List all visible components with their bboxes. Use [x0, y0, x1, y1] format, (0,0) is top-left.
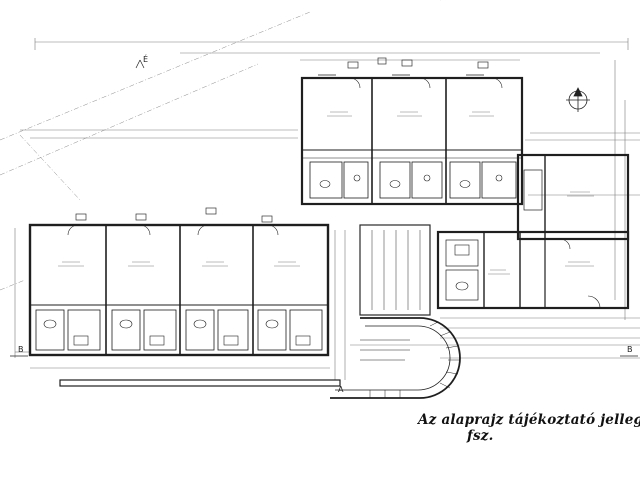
curved-staircase [330, 317, 461, 399]
central-corridor [359, 224, 431, 316]
left-wing [28, 223, 341, 387]
floor-label: fsz. [467, 428, 494, 444]
section-markers: B B A É [10, 53, 638, 394]
left-window-symbols [75, 207, 273, 223]
upper-wing [300, 74, 524, 206]
section-mark-left: B [18, 345, 24, 354]
dimension-lines [14, 38, 640, 380]
north-arrow-icon [566, 87, 590, 112]
right-wing [436, 153, 630, 310]
section-mark-right: B [627, 345, 633, 354]
room-label-marks [58, 111, 594, 275]
site-boundary-lines [0, 0, 441, 291]
upper-window-symbols [347, 57, 489, 69]
section-mark-arrow: A [338, 385, 344, 394]
plan-caption: Az alaprajz tájékoztató jellegű [418, 412, 640, 428]
north-label: É [143, 53, 148, 64]
